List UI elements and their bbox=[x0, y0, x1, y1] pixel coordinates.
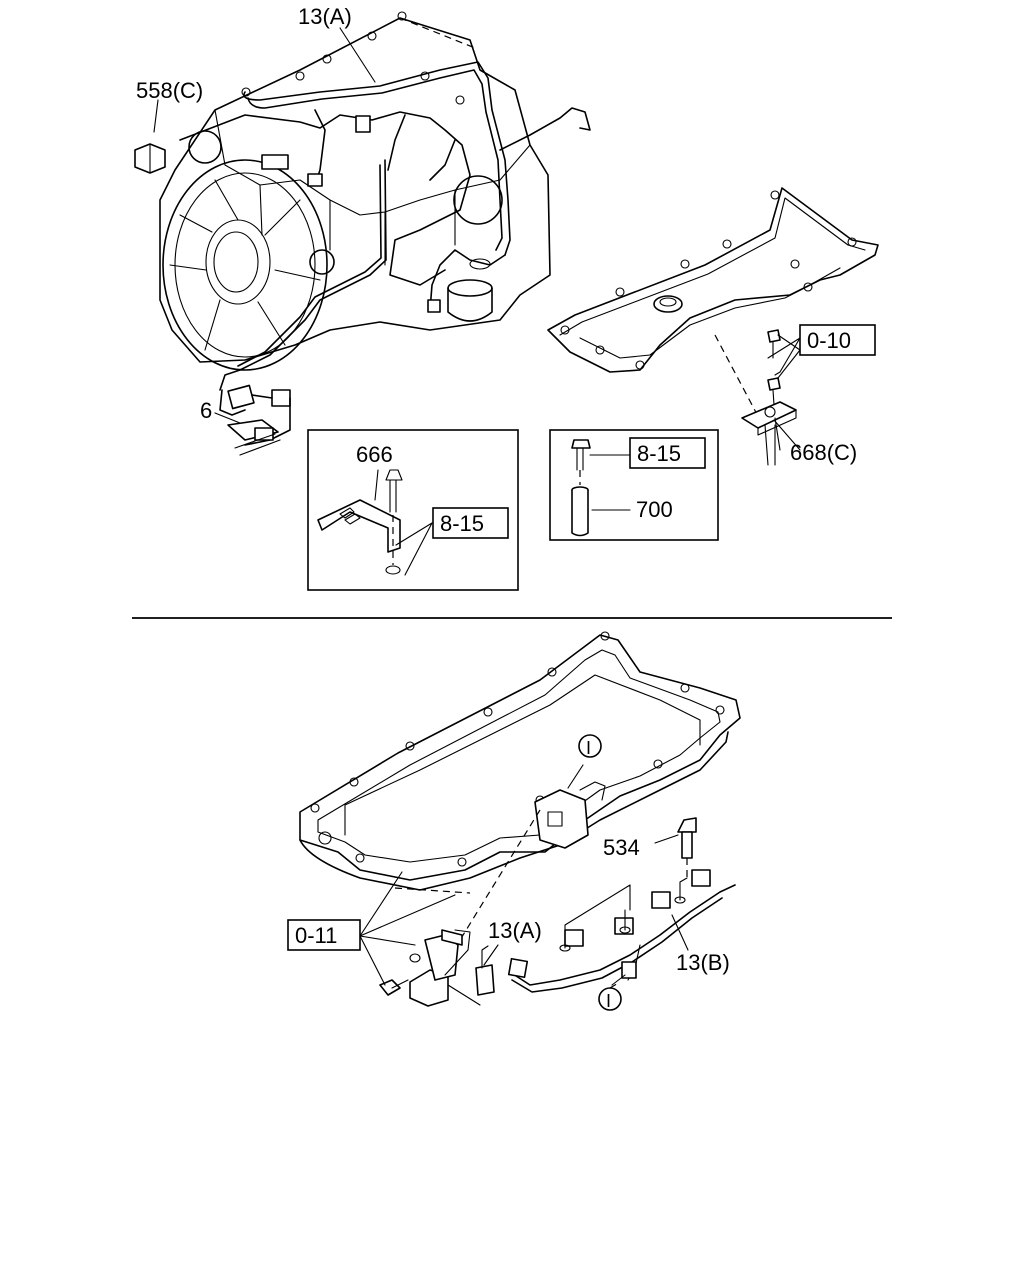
torque-box-cover bbox=[799, 324, 876, 356]
view-marker-upper-circle bbox=[578, 734, 602, 758]
label-harness-13a-bottom: 13(A) bbox=[488, 918, 542, 943]
label-torque-inset-left: 8-15 bbox=[440, 511, 484, 536]
torque-box-inset-right bbox=[629, 437, 706, 469]
leaders-0-11 bbox=[359, 871, 456, 986]
torque-box-inset-left bbox=[432, 507, 509, 539]
bolt-534 bbox=[654, 817, 697, 880]
label-torque-inset-right: 8-15 bbox=[637, 441, 681, 466]
label-bracket-6: 6 bbox=[200, 398, 212, 423]
label-part-666: 666 bbox=[356, 442, 393, 467]
leader-lines bbox=[339, 27, 801, 986]
sensor-bracket bbox=[379, 929, 495, 1007]
label-view-marker-lower: I bbox=[606, 991, 611, 1011]
harness-13b bbox=[507, 869, 736, 993]
label-harness-13b: 13(B) bbox=[676, 950, 730, 975]
label-bracket-668c: 668(C) bbox=[790, 440, 857, 465]
label-connector-558c: 558(C) bbox=[136, 78, 203, 103]
label-view-marker-upper: I bbox=[586, 738, 591, 758]
label-torque-cover: 0-10 bbox=[807, 328, 851, 353]
connector-558c bbox=[134, 99, 166, 174]
view-marker-lower-circle bbox=[598, 987, 622, 1011]
bracket-668c bbox=[741, 329, 801, 466]
label-harness-13a-top: 13(A) bbox=[298, 4, 352, 29]
torque-box-pan bbox=[287, 919, 361, 951]
label-part-700: 700 bbox=[636, 497, 673, 522]
oil-pan bbox=[299, 631, 741, 941]
bracket-6 bbox=[214, 412, 281, 456]
valve-cover bbox=[547, 187, 879, 421]
label-torque-pan: 0-11 bbox=[295, 923, 337, 948]
label-bolt-534: 534 bbox=[603, 835, 640, 860]
engine-assembly bbox=[159, 11, 591, 446]
